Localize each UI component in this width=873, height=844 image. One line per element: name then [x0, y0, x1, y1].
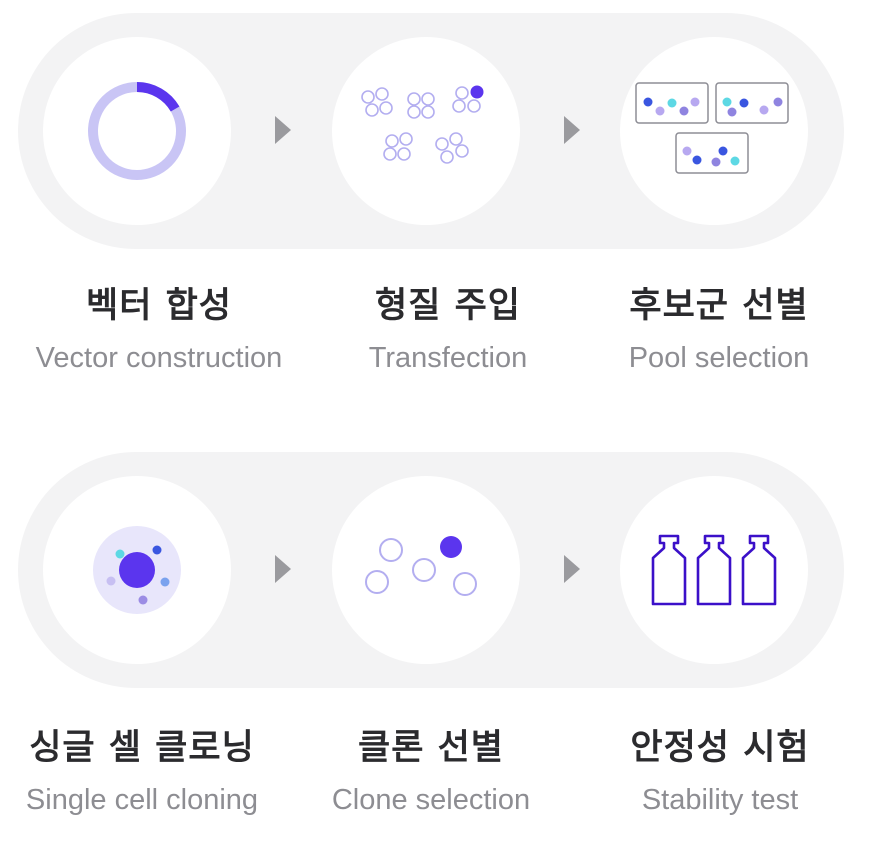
step-label-stability-test: 안정성 시험 Stability test	[575, 726, 865, 818]
step-title-ko: 싱글 셀 클로닝	[29, 728, 255, 768]
pool-dishes-icon	[635, 82, 789, 174]
process-row-1	[18, 13, 844, 249]
step-title-ko: 벡터 합성	[86, 286, 232, 326]
step-label-pool-selection: 후보군 선별 Pool selection	[574, 284, 864, 376]
step-title-en: Clone selection	[331, 784, 531, 816]
step-title-ko: 형질 주입	[375, 286, 521, 326]
step-clone-selection-circle	[332, 476, 520, 664]
step-title-en: Stability test	[641, 784, 799, 816]
step-pool-selection-circle	[620, 37, 808, 225]
process-row-2	[18, 452, 844, 688]
step-transfection-circle	[332, 37, 520, 225]
step-label-clone-selection: 클론 선별 Clone selection	[286, 726, 576, 818]
step-title-en: Pool selection	[628, 342, 810, 374]
ring-progress-icon	[88, 82, 186, 180]
step-vector-construction-circle	[43, 37, 231, 225]
arrow-right-icon	[564, 116, 580, 144]
step-stability-test-circle	[620, 476, 808, 664]
step-title-ko: 후보군 선별	[629, 286, 809, 326]
arrow-right-icon	[564, 555, 580, 583]
step-title-en: Vector construction	[35, 342, 283, 374]
arrow-right-icon	[275, 555, 291, 583]
step-title-ko: 클론 선별	[358, 728, 504, 768]
step-label-single-cell-cloning: 싱글 셀 클로닝 Single cell cloning	[0, 726, 287, 818]
step-title-ko: 안정성 시험	[630, 728, 810, 768]
step-single-cell-cloning-circle	[43, 476, 231, 664]
step-title-en: Transfection	[368, 342, 528, 374]
step-title-en: Single cell cloning	[25, 784, 259, 816]
step-label-vector-construction: 벡터 합성 Vector construction	[14, 284, 304, 376]
single-cell-icon	[93, 526, 181, 614]
cell-cluster-icon	[361, 85, 484, 164]
step-label-transfection: 형질 주입 Transfection	[303, 284, 593, 376]
clone-cells-icon	[365, 536, 477, 596]
arrow-right-icon	[275, 116, 291, 144]
vials-icon	[651, 534, 777, 606]
